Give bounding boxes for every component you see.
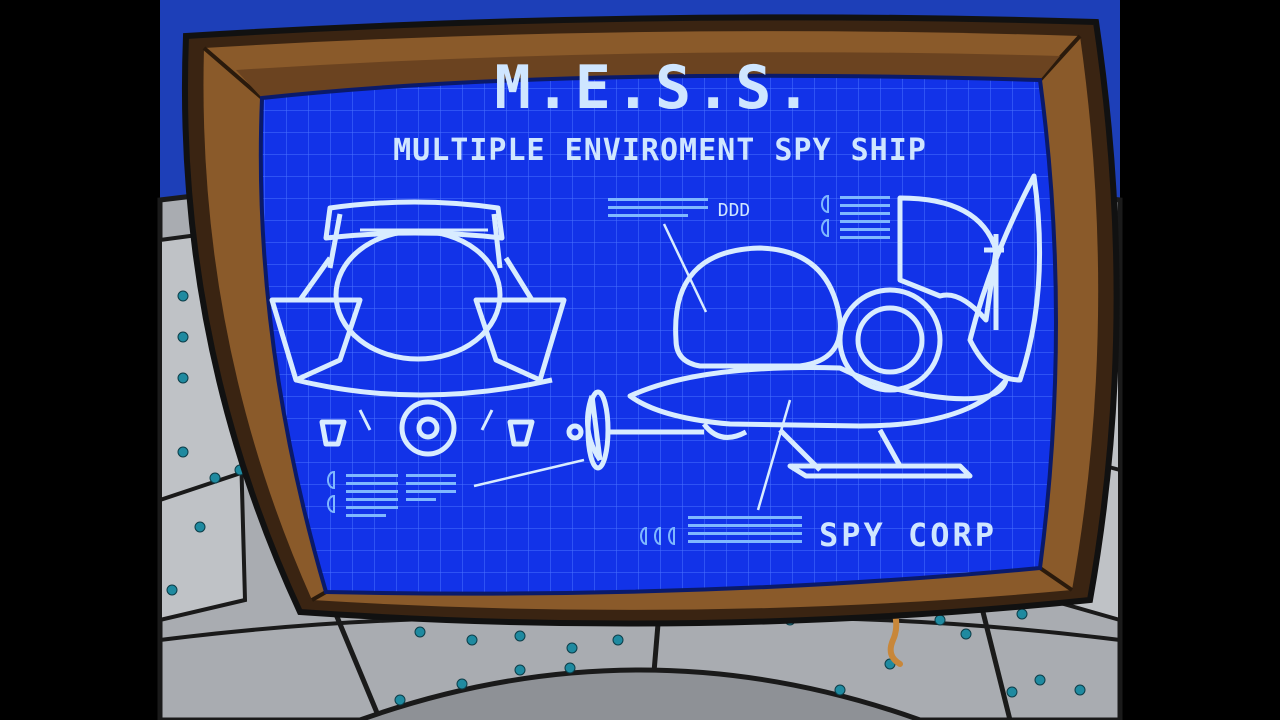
annotation-label-ddd: DDD <box>718 200 751 221</box>
brand-label: SPY CORP <box>819 516 997 554</box>
leader-lines <box>473 223 792 511</box>
blueprint-screen: M.E.S.S. MULTIPLE ENVIROMENT SPY SHIP DD… <box>258 53 1058 596</box>
ship-front-blueprint <box>269 199 567 457</box>
letterbox-left <box>0 0 160 720</box>
annotation-text-blocks <box>346 196 890 543</box>
ship-side-blueprint <box>566 173 1043 479</box>
screen-title: M.E.S.S. <box>495 53 816 123</box>
letterbox-right <box>1120 0 1280 720</box>
screen-subtitle: MULTIPLE ENVIROMENT SPY SHIP <box>393 133 927 168</box>
annotation-markers <box>327 194 829 546</box>
